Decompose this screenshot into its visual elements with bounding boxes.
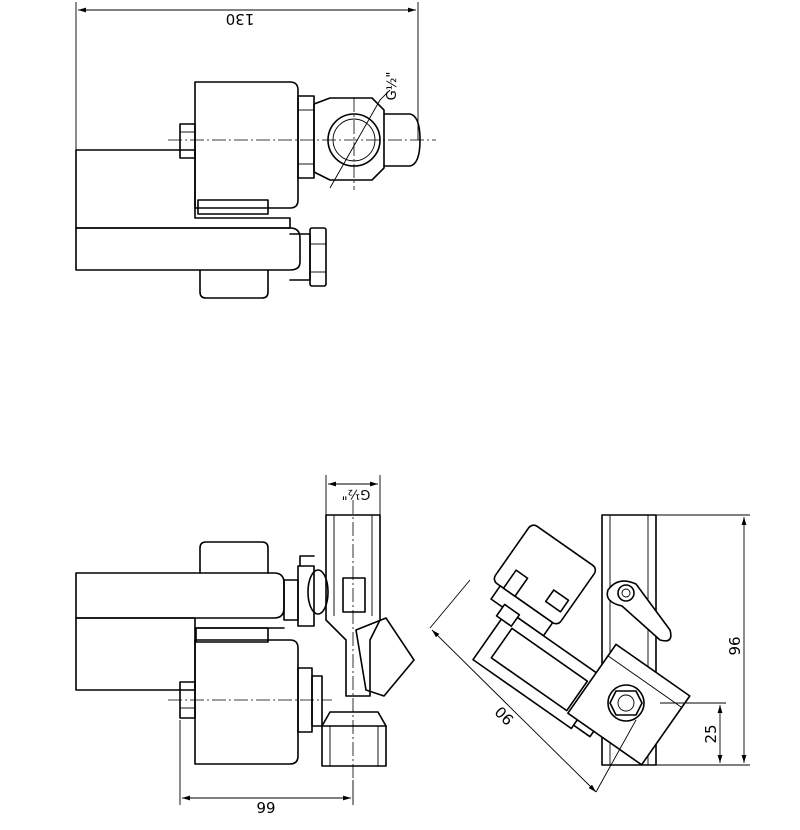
- side-view: 90 96 25: [429, 514, 750, 793]
- top-view: 130 G½": [75, 2, 436, 299]
- top-thread-label: G½": [385, 72, 400, 101]
- top-width-dimension-label: 130: [226, 10, 255, 28]
- side-port-height-dimension-label: 25: [702, 724, 720, 743]
- side-height-dimension-label: 96: [726, 636, 744, 655]
- side-diagonal-dimension-label: 90: [491, 702, 517, 728]
- front-width-dimension-label: 66: [256, 798, 275, 816]
- front-view: G½": [75, 475, 415, 816]
- front-thread-label: G½": [342, 486, 371, 501]
